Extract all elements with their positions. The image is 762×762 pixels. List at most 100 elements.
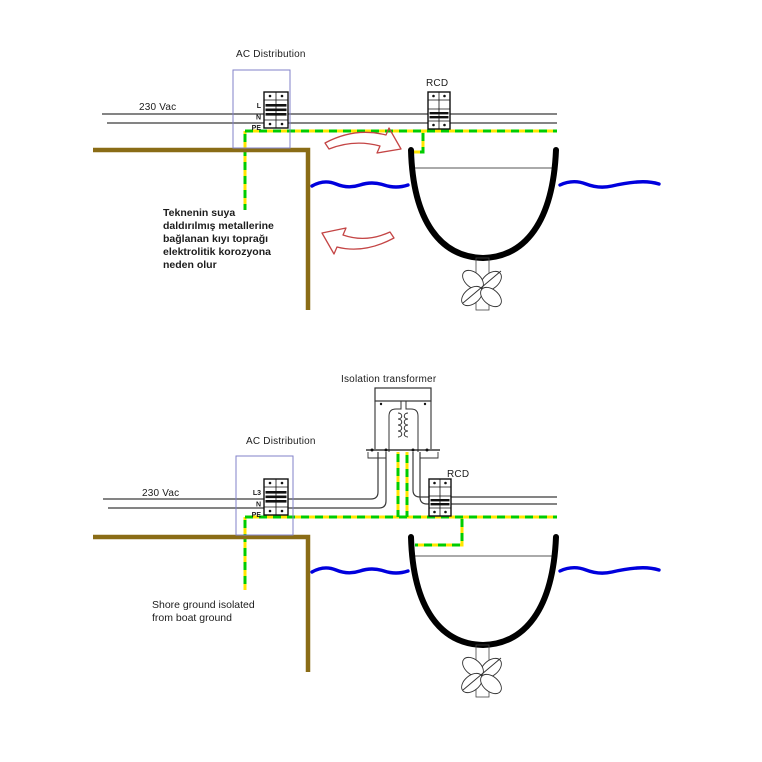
line-wire-l: [103, 452, 379, 500]
prop-blade: [462, 656, 484, 678]
corrosion-note-line: Teknenin suya: [163, 207, 235, 219]
shore-power-lines-top: [102, 113, 557, 124]
breaker-bar: [265, 495, 287, 499]
terminal-label-pe: PE: [252, 125, 262, 132]
transformer-sides: [374, 401, 432, 449]
distribution-box-bottom: [235, 455, 294, 536]
prop-blade: [480, 286, 502, 308]
breaker-bar: [265, 113, 287, 116]
transformer-winding-housing-left: [388, 401, 402, 452]
terminal-screw: [280, 94, 284, 98]
isolation-transformer: [366, 387, 440, 459]
terminal-screw: [443, 123, 446, 127]
ground-wire-yellow-bottom: [243, 452, 557, 590]
transformer-top-bar: [374, 387, 432, 402]
ground-wire-green-bottom: [243, 454, 557, 590]
terminal-screw: [432, 94, 435, 98]
breaker-bar: [265, 500, 287, 503]
corrosion-note-line: daldırılmış metallerine: [163, 220, 274, 232]
voltage-label-bottom: 230 Vac: [142, 488, 179, 499]
water-lines-top: [310, 180, 661, 189]
ground-wire-dash-path: [243, 129, 557, 210]
water-line: [558, 180, 661, 189]
isolation-note-line: Shore ground isolated: [152, 599, 255, 611]
terminal-screw: [444, 510, 447, 514]
rcd-bar: [430, 503, 450, 506]
terminal-screw: [280, 509, 284, 513]
secondary-coil: [403, 412, 409, 438]
terminal-screw: [433, 510, 436, 514]
breaker-bar: [265, 491, 287, 494]
corrosion-note: Teknenin suya daldırılmış metallerine ba…: [163, 207, 274, 271]
rcd-label-top: RCD: [426, 78, 448, 89]
terminal-label-l: L: [257, 103, 262, 110]
terminal-dot: [411, 448, 415, 452]
dock-edge-bottom: [93, 534, 311, 672]
shore-power-lines-bottom: [103, 452, 557, 509]
terminal-label-n: N: [256, 502, 261, 509]
terminal-label-n: N: [256, 115, 261, 122]
rcd-bar: [429, 112, 449, 115]
terminal-label-pe: PE: [252, 512, 262, 519]
water-line: [310, 566, 410, 575]
current-flow-arrow-left: [321, 227, 395, 255]
corrosion-note-line: bağlanan kıyı toprağı: [163, 233, 268, 245]
line-wire-n: [108, 452, 387, 509]
ground-wire-dash-path: [243, 454, 557, 590]
prop-blade: [480, 673, 502, 695]
water-lines-bottom: [310, 566, 661, 575]
ground-wire-yellow-top: [243, 129, 557, 210]
main-breaker-top: [263, 91, 289, 129]
isolation-transformer-label: Isolation transformer: [341, 374, 437, 385]
boat-hull-top: [408, 147, 559, 262]
isolation-note-line: from boat ground: [152, 612, 232, 624]
terminal-screw: [423, 402, 427, 406]
corrosion-current-arrows: [321, 127, 402, 255]
corrosion-note-line: neden olur: [163, 259, 217, 271]
terminal-screw: [432, 123, 435, 127]
terminal-screw: [268, 94, 272, 98]
water-line: [558, 566, 661, 575]
ground-wire-path: [243, 129, 557, 210]
bottom-diagram: Isolation transformer AC Distribution 23…: [93, 374, 661, 698]
isolation-note: Shore ground isolated from boat ground: [152, 599, 255, 624]
dock-edge-top: [93, 147, 311, 310]
top-diagram: AC Distribution 230 Vac RCD L N PE Tekne…: [93, 49, 661, 311]
main-breaker-bottom: [263, 478, 289, 516]
breaker-bar: [265, 108, 287, 112]
boat-hull-bottom: [408, 534, 559, 649]
terminal-screw: [433, 481, 436, 485]
ground-wire-path: [243, 452, 557, 590]
terminal-dot: [425, 448, 429, 452]
corrosion-note-line: elektrolitik korozyona: [163, 246, 271, 258]
prop-blade-axis: [462, 657, 502, 691]
rcd-breaker-top: [427, 91, 451, 130]
rcd-divisions: [428, 92, 450, 129]
terminal-screw: [379, 402, 383, 406]
rcd-label-bottom: RCD: [447, 469, 469, 480]
ac-distribution-label-top: AC Distribution: [236, 49, 306, 60]
terminal-screw: [268, 481, 272, 485]
transformer-winding-housing-right: [405, 401, 419, 452]
rcd-bar: [429, 116, 449, 119]
rcd-breaker-bottom: [428, 478, 452, 517]
breaker-bar: [265, 104, 287, 107]
primary-coil: [397, 412, 403, 438]
ac-distribution-label-bottom: AC Distribution: [246, 436, 316, 447]
prop-blade: [462, 269, 484, 291]
distribution-box-top: [232, 69, 291, 149]
ground-wire-green-top: [243, 129, 557, 210]
voltage-label-top: 230 Vac: [139, 102, 176, 113]
terminal-label-l3: L3: [253, 490, 261, 497]
terminal-screw: [443, 94, 446, 98]
prop-blade-axis: [462, 270, 502, 304]
propeller-top: [461, 269, 502, 308]
terminal-screw: [268, 509, 272, 513]
terminal-dot: [370, 448, 374, 452]
terminal-screw: [444, 481, 447, 485]
rcd-bar: [430, 499, 450, 502]
water-line: [310, 180, 410, 189]
propeller-bottom: [461, 656, 502, 695]
